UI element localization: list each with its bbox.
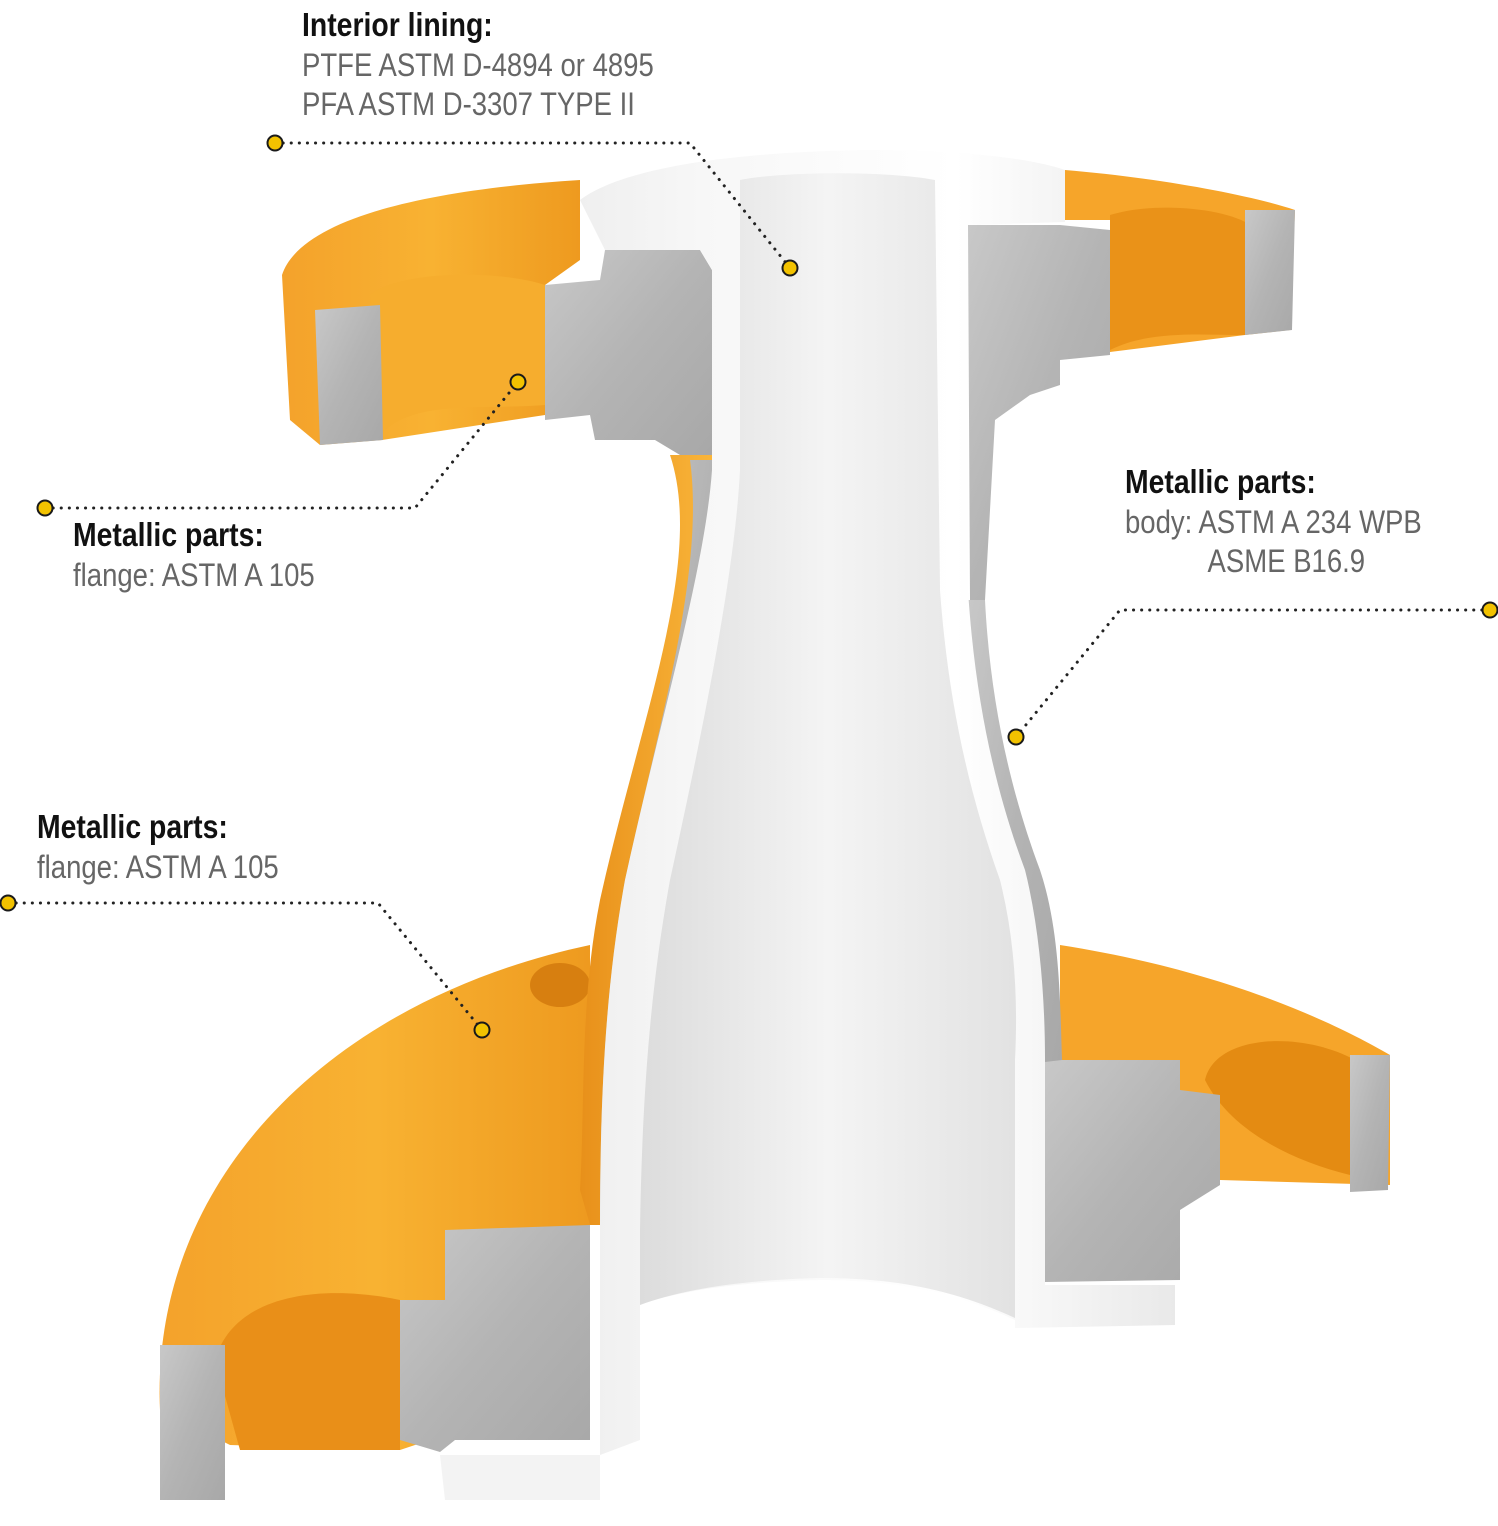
callout-start-marker (0, 894, 17, 912)
bottom-flange (159, 945, 1390, 1500)
callout-target-marker (473, 1021, 491, 1039)
leader-metallic-flange-top (43, 380, 520, 510)
callout-target-marker (781, 259, 799, 277)
bottom-flange-metal-section-far (1350, 1055, 1390, 1192)
callout-line: PTFE ASTM D-4894 or 4895 (302, 46, 654, 83)
callout-heading: Interior lining: (302, 6, 493, 43)
lining-bottom-rim (440, 1455, 600, 1500)
bottom-flange-bolt-hole-right (1205, 1041, 1355, 1175)
callout-line: flange: ASTM A 105 (73, 556, 315, 593)
callout-heading: Metallic parts: (1125, 463, 1316, 500)
bottom-flange-metal-section-left (160, 1345, 225, 1500)
callout-heading: Metallic parts: (73, 516, 264, 553)
top-flange-bolt-hole-right (1110, 207, 1250, 350)
callout-target-marker (509, 373, 527, 391)
callout-line: flange: ASTM A 105 (37, 848, 279, 885)
bottom-flange-bolt-hole-left (530, 963, 590, 1007)
callout-line: PFA ASTM D-3307 TYPE II (302, 86, 635, 123)
callout-start-marker (266, 134, 284, 152)
top-flange-metal-section (545, 250, 712, 455)
top-flange-metal-section-far (1245, 210, 1295, 335)
lining-bore (640, 173, 1017, 1319)
callout-metallic-flange-top: Metallic parts: flange: ASTM A 105 (73, 516, 354, 593)
bottom-flange-bolt-hole-front (215, 1293, 400, 1450)
bottom-flange-metal-section-right (1045, 1060, 1220, 1282)
leader-metallic-flange-bottom (6, 901, 484, 1032)
top-flange-metal-section-left (315, 305, 383, 445)
leader-interior-lining (273, 141, 792, 270)
callout-interior-lining: Interior lining: PTFE ASTM D-4894 or 489… (302, 6, 711, 123)
callout-markers (0, 134, 1498, 1039)
leader-lines (6, 141, 1492, 1032)
callout-start-marker (1481, 601, 1498, 619)
leader-metallic-body (1014, 608, 1492, 739)
callout-start-marker (36, 499, 54, 517)
callout-line: body: ASTM A 234 WPB (1125, 503, 1422, 540)
interior-lining (440, 150, 1175, 1500)
bottom-flange-metal-section (400, 1225, 590, 1452)
top-flange-metal-section-right (968, 225, 1110, 600)
top-flange-bolt-hole-left (370, 274, 545, 430)
callout-line: ASME B16.9 (1207, 543, 1366, 580)
callout-target-marker (1007, 728, 1025, 746)
callout-metallic-flange-bottom: Metallic parts: flange: ASTM A 105 (37, 808, 318, 885)
callout-metallic-body: Metallic parts: body: ASTM A 234 WPB ASM… (1125, 463, 1470, 580)
callout-heading: Metallic parts: (37, 808, 228, 845)
top-flange (282, 170, 1295, 600)
